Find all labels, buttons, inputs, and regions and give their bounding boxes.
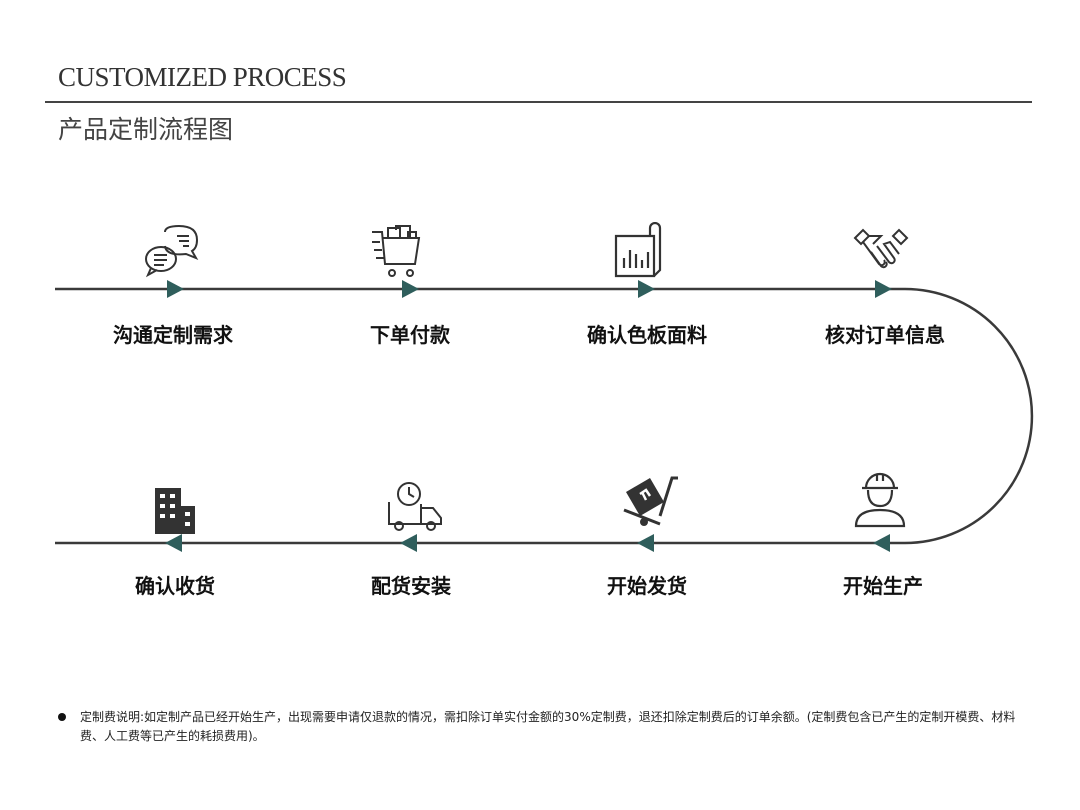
worker-icon — [854, 472, 906, 528]
bullet-icon — [58, 713, 66, 721]
arrow-left-4 — [873, 534, 890, 552]
arrow-right-3 — [638, 280, 655, 298]
fee-note-text: 定制费说明:如定制产品已经开始生产，出现需要申请仅退款的情况，需扣除订单实付金额… — [80, 710, 1016, 743]
step-label: 开始生产 — [843, 574, 923, 598]
step-label: 确认色板面料 — [587, 323, 707, 347]
arrow-left-1 — [165, 534, 182, 552]
handshake-icon — [853, 228, 909, 269]
page-title: CUSTOMIZED PROCESS — [58, 62, 347, 92]
arrow-right-2 — [402, 280, 419, 298]
step-label: 核对订单信息 — [825, 323, 945, 347]
shopping-cart-icon — [372, 225, 421, 277]
chat-bubbles-icon — [145, 224, 199, 278]
document-chart-icon — [614, 222, 662, 278]
step-label: 配货安装 — [371, 574, 451, 598]
hand-truck-icon — [623, 476, 678, 526]
title-divider — [45, 101, 1032, 103]
step-label: 确认收货 — [135, 574, 215, 598]
step-label: 开始发货 — [607, 574, 687, 598]
fee-note: 定制费说明:如定制产品已经开始生产，出现需要申请仅退款的情况，需扣除订单实付金额… — [58, 708, 1018, 746]
arrow-right-4 — [875, 280, 892, 298]
delivery-truck-icon — [388, 482, 442, 531]
step-label: 下单付款 — [370, 323, 450, 347]
building-icon — [155, 488, 195, 534]
arrow-right-1 — [167, 280, 184, 298]
page-subtitle: 产品定制流程图 — [58, 115, 234, 144]
step-label: 沟通定制需求 — [113, 323, 233, 347]
arrow-left-2 — [400, 534, 417, 552]
arrow-left-3 — [637, 534, 654, 552]
